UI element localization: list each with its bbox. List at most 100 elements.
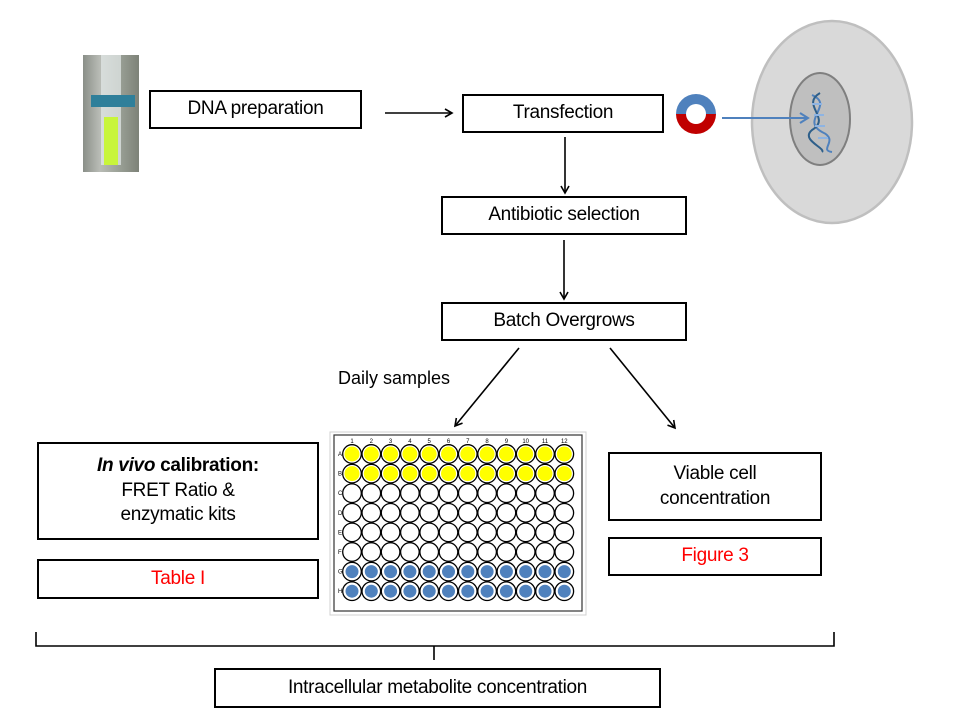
blue-well-fill: [442, 584, 455, 598]
yellow-well-fill: [498, 446, 514, 462]
plate-well: [554, 502, 575, 523]
plate-column-label: 2: [370, 439, 374, 445]
plate-well: [515, 542, 536, 562]
plate-well: [399, 502, 420, 523]
yellow-well-fill: [402, 446, 418, 462]
yellow-well-fill: [383, 446, 399, 462]
blue-well-fill: [403, 565, 417, 579]
viable-cell-line1: Viable cell: [673, 462, 757, 484]
calibration-line2: FRET Ratio &: [121, 479, 235, 501]
plate-well: [342, 522, 362, 543]
yellow-well-fill: [441, 446, 456, 462]
plate-well: [496, 542, 517, 562]
plate-well: [496, 522, 517, 543]
plate-well: [361, 522, 382, 543]
blue-well-fill: [345, 565, 359, 579]
yellow-well-fill: [363, 446, 379, 462]
blue-well-fill: [538, 584, 552, 598]
transfection-label: Transfection: [512, 102, 614, 124]
plate-well: [419, 483, 440, 504]
blue-well-fill: [364, 565, 378, 579]
blue-well-fill: [422, 584, 436, 598]
blue-well-fill: [442, 565, 455, 579]
dna-column-photo: [83, 55, 139, 172]
plate-row-label: D: [338, 511, 343, 517]
plate-well: [496, 483, 517, 504]
yellow-well-fill: [441, 466, 456, 482]
plate-well: [515, 502, 536, 523]
plate-well: [419, 542, 440, 562]
plate-well: [438, 502, 459, 523]
plate-row-label: G: [338, 570, 343, 576]
blue-well-fill: [345, 584, 359, 598]
final-output-box: Intracellular metabolite concentration: [214, 668, 661, 708]
plate-well: [477, 483, 498, 504]
plate-row-label: F: [338, 550, 342, 556]
plate-well: [399, 542, 420, 562]
calibration-title: In vivo calibration:: [97, 454, 259, 476]
plate-well: [535, 542, 555, 562]
yellow-well-fill: [556, 446, 572, 462]
plate-column-label: 7: [466, 439, 470, 445]
plate-well: [399, 522, 420, 543]
bracket-brace: [35, 632, 835, 660]
table-reference-label: Table I: [151, 567, 205, 589]
clamp-icon: [91, 95, 135, 107]
blue-well-fill: [499, 584, 513, 598]
plate-well: [515, 483, 536, 504]
blue-well-fill: [384, 565, 398, 579]
plate-well: [361, 542, 382, 562]
yellow-well-fill: [518, 446, 534, 462]
yellow-well-fill: [344, 466, 360, 482]
plate-well: [457, 502, 478, 523]
plate-row-label: H: [338, 589, 342, 595]
blue-well-fill: [557, 565, 571, 579]
figure-reference-label: Figure 3: [681, 545, 749, 567]
yellow-well-fill: [460, 466, 476, 482]
plate-well: [554, 483, 575, 504]
plate-well: [438, 483, 459, 504]
plate-well: [496, 502, 517, 523]
plate-row-label: E: [338, 530, 342, 536]
yellow-well-fill: [537, 446, 553, 462]
yellow-well-fill: [556, 466, 572, 482]
plate-column-label: 3: [389, 439, 393, 445]
yellow-well-fill: [518, 466, 534, 482]
viable-cell-box: Viable cell concentration: [608, 452, 822, 521]
blue-well-fill: [461, 565, 475, 579]
blue-well-fill: [499, 565, 513, 579]
plate-column-label: 4: [408, 439, 412, 445]
plate-well: [342, 502, 362, 523]
blue-well-fill: [384, 584, 398, 598]
yellow-well-fill: [460, 446, 476, 462]
plate-well: [342, 483, 362, 504]
yellow-well-fill: [537, 466, 553, 482]
batch-overgrows-label: Batch Overgrows: [493, 310, 635, 332]
plate-well: [477, 502, 498, 523]
daily-samples-label: Daily samples: [338, 368, 451, 388]
blue-well-fill: [538, 565, 552, 579]
figure-reference-box: Figure 3: [608, 537, 822, 576]
plate-well: [535, 522, 555, 543]
antibiotic-selection-box: Antibiotic selection: [441, 196, 687, 235]
plate-row-label: B: [338, 472, 342, 478]
plate-column-label: 11: [542, 439, 549, 445]
plate-well: [515, 522, 536, 543]
yellow-well-fill: [421, 466, 437, 482]
antibiotic-selection-label: Antibiotic selection: [488, 204, 640, 226]
plate-well: [342, 542, 362, 562]
plate-well: [380, 483, 401, 504]
yellow-well-fill: [402, 466, 418, 482]
plate-well: [380, 542, 401, 562]
blue-well-fill: [519, 584, 533, 598]
plate-well: [554, 522, 575, 543]
arrow-batch-to-viable: [609, 347, 677, 430]
yellow-solution: [104, 117, 118, 165]
plate-well: [361, 502, 382, 523]
plate-column-label: 8: [485, 439, 489, 445]
plate-well: [477, 522, 498, 543]
plate-column-label: 10: [522, 439, 529, 445]
plate-column-label: 6: [447, 439, 451, 445]
plate-well: [361, 483, 382, 504]
